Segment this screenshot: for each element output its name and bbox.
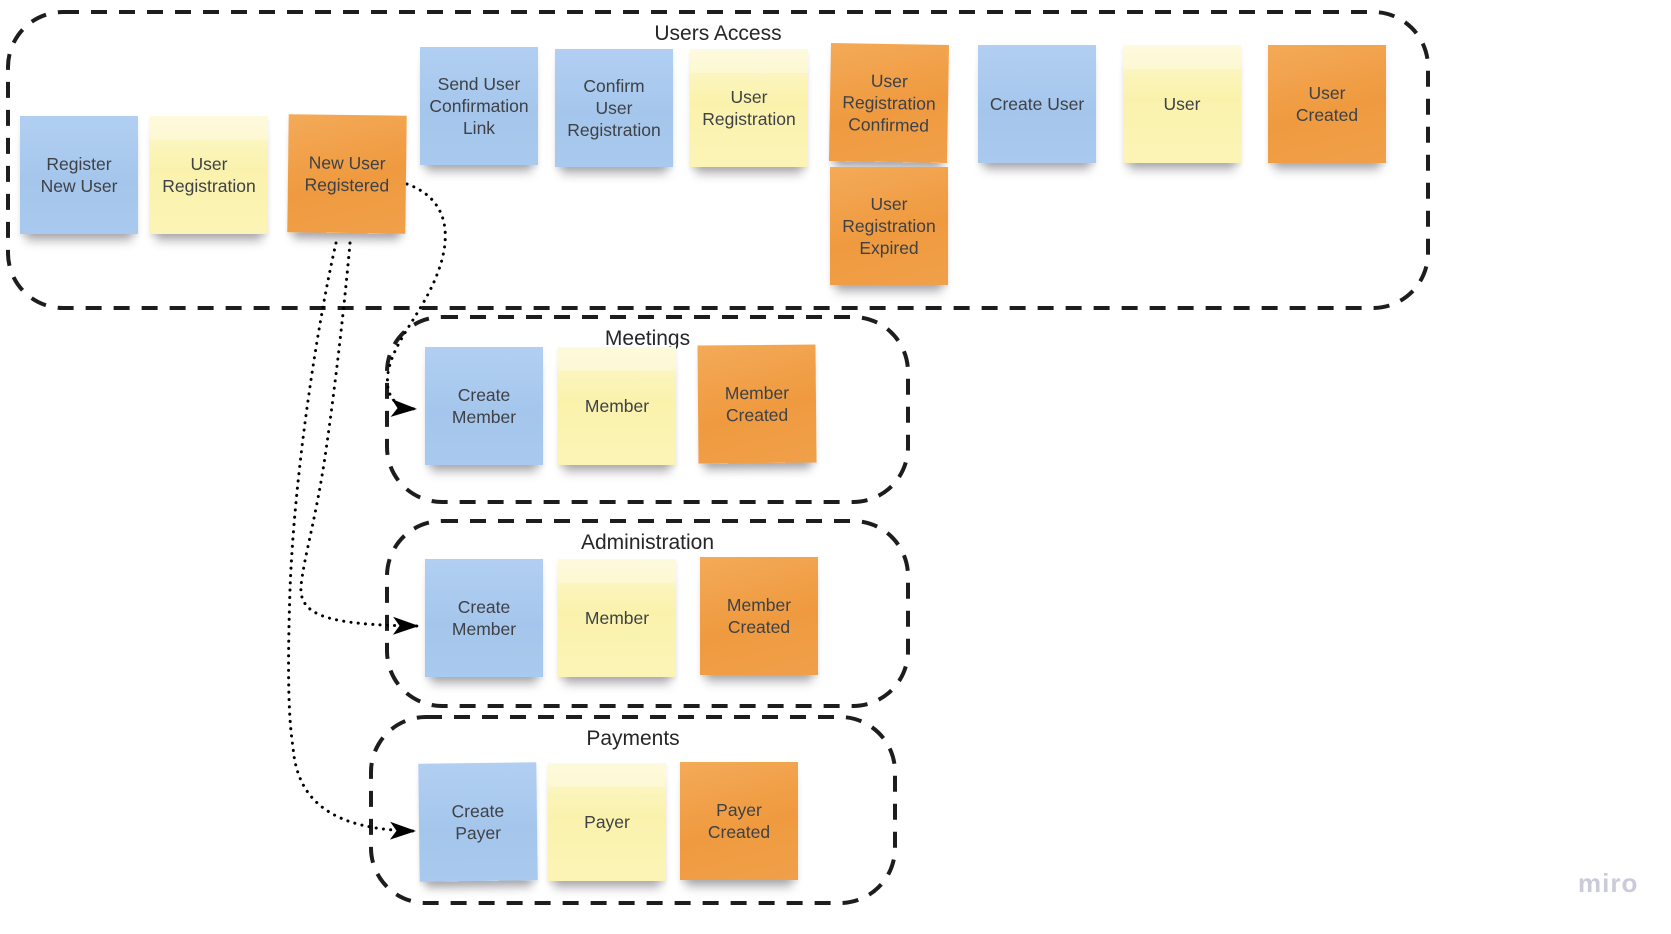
- sticky-note-label: Payer Created: [707, 799, 771, 842]
- sticky-note[interactable]: Member Created: [700, 557, 818, 675]
- sticky-note-label: Member: [584, 607, 650, 628]
- group-title-users-access[interactable]: Users Access: [654, 22, 782, 45]
- group-frame-users-access[interactable]: [6, 10, 1430, 310]
- group-frame-administration[interactable]: [385, 519, 910, 708]
- sticky-note[interactable]: Create Member: [425, 347, 543, 465]
- sticky-note[interactable]: Member: [558, 559, 676, 677]
- sticky-note-label: User Registration Expired: [842, 193, 936, 259]
- group-frame-payments[interactable]: [369, 715, 897, 905]
- sticky-note-label: User: [1163, 93, 1201, 114]
- sticky-note[interactable]: User Registration: [690, 49, 808, 167]
- sticky-note[interactable]: Payer Created: [680, 762, 798, 880]
- sticky-note[interactable]: Create Member: [425, 559, 543, 677]
- connector-new-user-to-meetings[interactable]: [385, 182, 447, 417]
- sticky-note[interactable]: User Registration Confirmed: [828, 42, 950, 164]
- sticky-note[interactable]: Member: [558, 347, 676, 465]
- connector-new-user-to-payments[interactable]: [287, 241, 417, 840]
- connector-new-user-to-administration[interactable]: [299, 241, 420, 635]
- miro-logo: miro: [1578, 868, 1639, 898]
- sticky-note[interactable]: Member Created: [697, 344, 817, 464]
- sticky-note-label: Create Member: [451, 596, 517, 639]
- sticky-note[interactable]: Create User: [978, 45, 1096, 163]
- group-frame-meetings[interactable]: [385, 315, 910, 504]
- sticky-note-label: New User Registered: [304, 152, 390, 196]
- sticky-note-label: User Created: [1295, 82, 1359, 125]
- group-title-meetings[interactable]: Meetings: [604, 327, 691, 350]
- sticky-note[interactable]: Send User Confirmation Link: [420, 47, 538, 165]
- sticky-note[interactable]: Register New User: [20, 116, 138, 234]
- sticky-note[interactable]: User Registration Expired: [830, 167, 948, 285]
- sticky-note-label: Member Created: [726, 594, 792, 637]
- sticky-note-label: Create User: [989, 93, 1085, 114]
- sticky-note[interactable]: User Created: [1268, 45, 1386, 163]
- sticky-note-label: Payer: [584, 811, 630, 832]
- sticky-note-label: Register New User: [40, 153, 118, 196]
- group-title-payments[interactable]: Payments: [586, 727, 680, 750]
- sticky-note-label: Confirm User Registration: [567, 75, 661, 141]
- sticky-note-label: Create Member: [451, 384, 517, 427]
- sticky-note-label: Member: [584, 395, 650, 416]
- sticky-note-label: Member Created: [724, 382, 790, 426]
- sticky-note[interactable]: Confirm User Registration: [555, 49, 673, 167]
- sticky-note-label: Create Payer: [451, 800, 505, 844]
- sticky-note-label: Send User Confirmation Link: [429, 73, 529, 139]
- group-title-administration[interactable]: Administration: [580, 531, 715, 554]
- sticky-note-label: User Registration Confirmed: [842, 70, 936, 136]
- sticky-note[interactable]: New User Registered: [287, 114, 407, 234]
- sticky-note-label: User Registration: [702, 86, 796, 129]
- sticky-note-label: User Registration: [162, 153, 256, 196]
- sticky-note[interactable]: User: [1123, 45, 1241, 163]
- sticky-note[interactable]: User Registration: [150, 116, 268, 234]
- sticky-note[interactable]: Create Payer: [418, 762, 538, 882]
- sticky-note[interactable]: Payer: [548, 763, 666, 881]
